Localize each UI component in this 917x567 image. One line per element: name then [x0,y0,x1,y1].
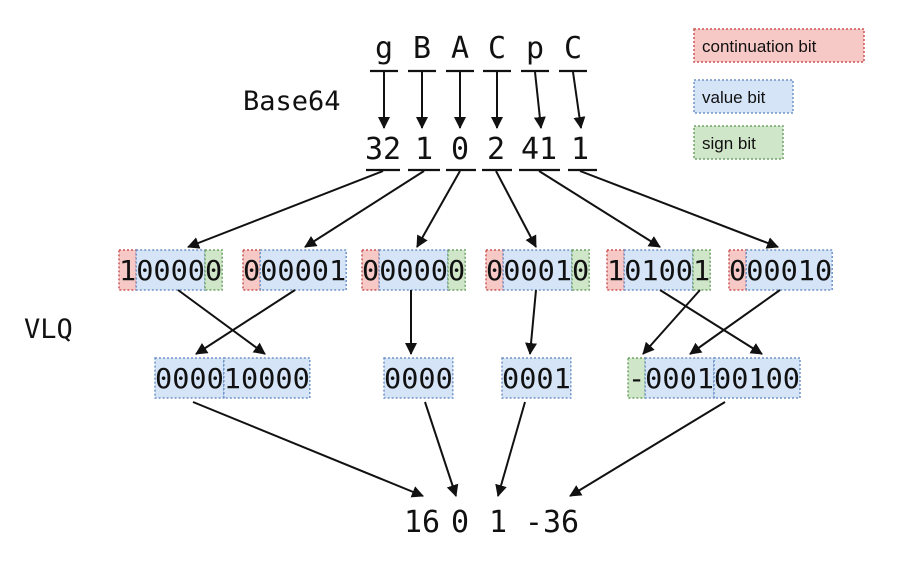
sign-bit-box [692,249,711,291]
base64-value: 2 [487,132,505,167]
base64-char: g [375,31,393,66]
value-bit-box [378,249,449,291]
sextet: 000010 [728,249,833,291]
segment-bits: 0000 [155,362,224,395]
value-segment-box [713,357,801,399]
sextet: 101001 [606,249,711,291]
char-to-value-arrows [378,71,586,129]
legend-label-continuation: continuation bit [702,37,817,56]
sextet-bits: 000010 [486,254,589,287]
base64-char: C [488,31,506,66]
value-segment-box [223,357,311,399]
vlq-row-label: VLQ [24,314,73,345]
value-bit-box [623,249,694,291]
segment-bits: 0000 [384,362,453,395]
legend-swatch-value [693,79,794,114]
sextet-bits: 000001 [243,254,346,287]
sextet: 000000 [361,249,466,291]
base64-value: 41 [521,132,557,167]
legend-swatch-continuation [693,28,865,63]
legend-label-sign: sign bit [702,134,756,153]
sign-bit-box [571,249,590,291]
value-bit-box [745,249,833,291]
base64-value: 32 [365,132,401,167]
legend: continuation bit value bit sign bit [693,28,865,160]
base64-row-label: Base64 [243,86,341,117]
sign-bit-box [447,249,466,291]
segment-bits: 00100 [714,362,800,395]
value-to-sextet-arrows [187,170,779,249]
sextet-bits: 000000 [362,254,465,287]
value-segment-box [501,357,572,399]
segment-bits: - [628,362,645,395]
result-value: 0 [451,505,469,540]
segment-bits: 0001 [645,362,714,395]
combined-group: 0001 [501,357,572,399]
result-value: 1 [489,505,507,540]
value-bit-box [259,249,347,291]
decoded-results: 16 0 1 -36 [404,505,579,540]
base64-value: 1 [415,132,433,167]
sextet-bits: 000010 [729,254,832,287]
base64-values: 32 1 0 2 41 1 [365,132,589,167]
base64-char: p [526,31,544,66]
combined-group: 0000 [383,357,454,399]
value-segment-box [383,357,454,399]
sextet-bits: 101001 [607,254,710,287]
regroup-arrows [177,289,781,355]
base64-value: 0 [451,132,469,167]
value-segment-box [644,357,715,399]
sextet: 000010 [485,249,590,291]
segment-bits: 10000 [224,362,310,395]
sign-bit-box [204,249,223,291]
segment-bits: 0001 [502,362,571,395]
sextet: 000001 [242,249,347,291]
value-segment-box [154,357,225,399]
base64-char: B [413,31,431,66]
group-to-result-arrows [192,401,726,498]
sextet-bits: 100000 [119,254,222,287]
legend-label-value: value bit [702,88,766,107]
base64-value: 1 [571,132,589,167]
base64-characters: g B A C p C [375,31,582,66]
sextet: 100000 [118,249,223,291]
vlq-sextets: 100000 000001 000000 000010 101001 000010 [118,249,833,291]
legend-swatch-sign [693,125,784,160]
base64-char: C [564,31,582,66]
result-value: -36 [525,505,579,540]
base64-char: A [451,31,469,66]
result-value: 16 [404,505,440,540]
